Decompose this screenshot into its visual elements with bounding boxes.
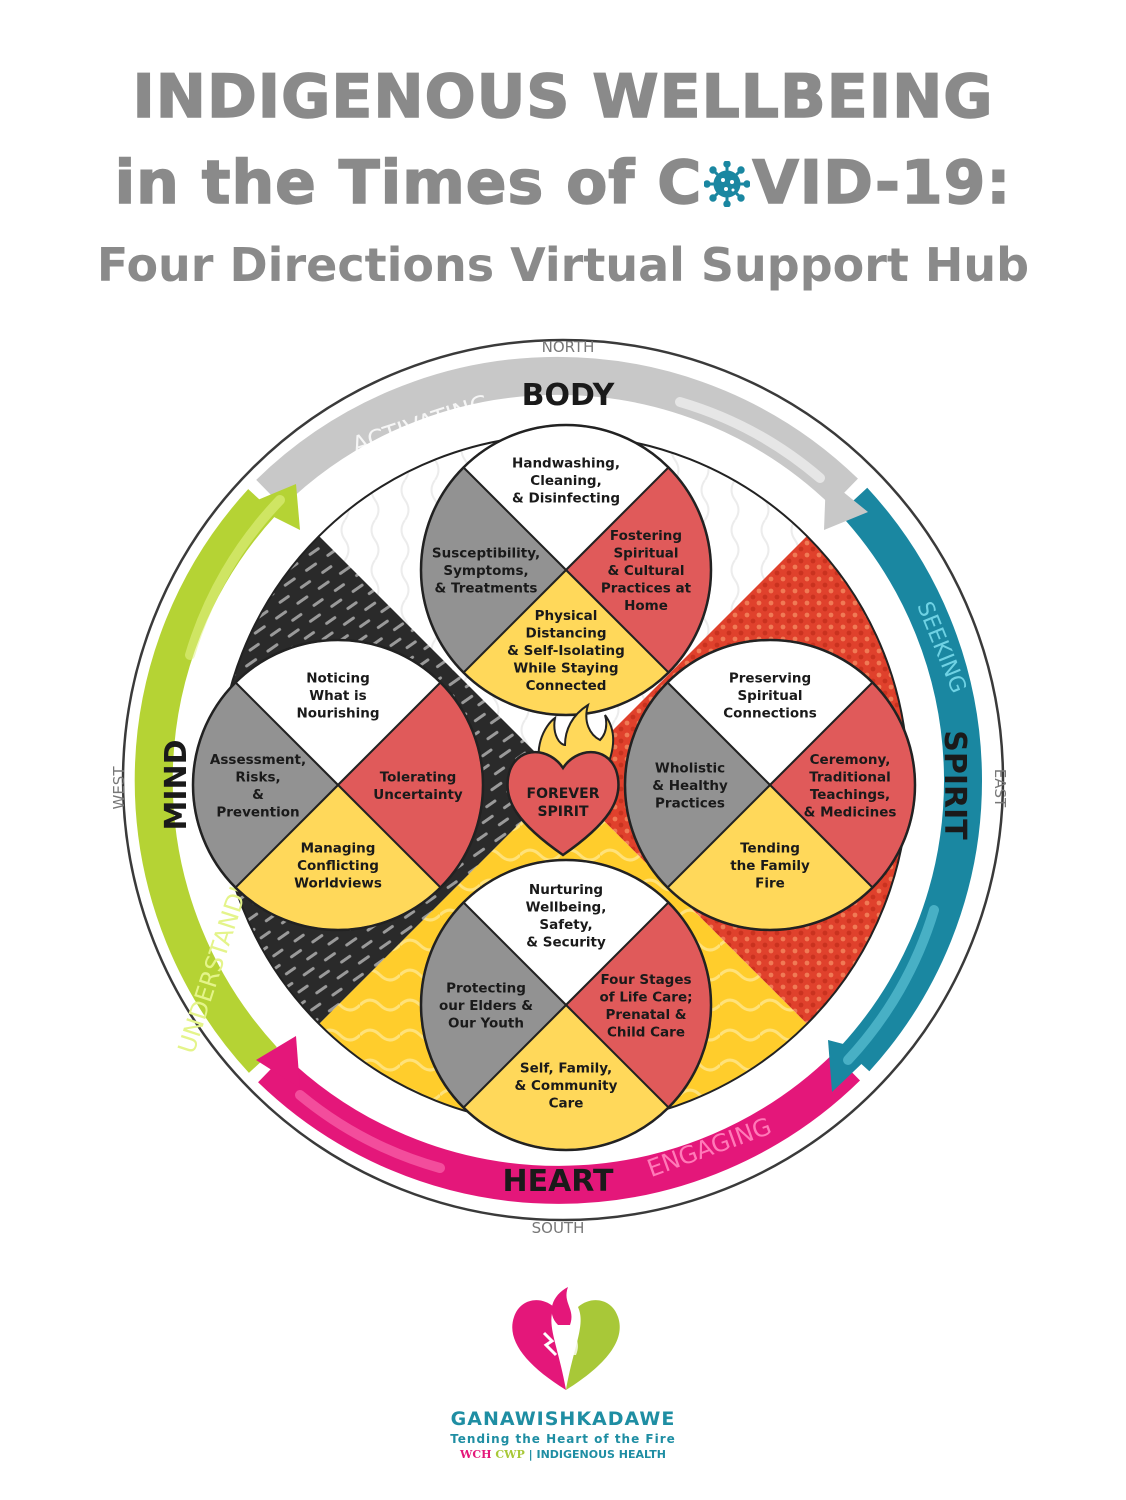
mind-left-text-line: Prevention [216, 804, 299, 820]
spirit-right-text-line: Ceremony, [810, 752, 891, 768]
spirit-bottom-text-line: Fire [755, 876, 785, 892]
body-right-text-line: Practices at [601, 581, 692, 597]
heart-bottom-text-line: Care [549, 1096, 584, 1112]
spirit-arrow-head [828, 1040, 874, 1092]
ganawishkadawe-logo-icon [512, 1287, 620, 1390]
brand-org: WCH CWP | INDIGENOUS HEALTH [0, 1448, 1126, 1461]
heart-top-text-line: Wellbeing, [526, 899, 607, 915]
brand-name: GANAWISHKADAWE [450, 1408, 676, 1430]
brand-tagline: Tending the Heart of the Fire [450, 1432, 676, 1446]
heart-right-text-line: Prenatal & [605, 1007, 686, 1023]
heart-bottom-text-line: & Community [515, 1078, 618, 1094]
heart-top-text-line: Nurturing [529, 882, 603, 898]
heart-right-text-line: of Life Care; [599, 989, 692, 1005]
heart-arrow-head [256, 1036, 300, 1088]
mind-top-text-line: What is [309, 688, 366, 704]
mind-right-text-line: Tolerating [380, 769, 457, 785]
spirit-arrow [839, 487, 982, 1072]
mind-bottom-text-line: Worldviews [294, 876, 382, 892]
body-top-text-line: Handwashing, [512, 456, 620, 472]
page-title-line1: INDIGENOUS WELLBEING [132, 61, 994, 133]
body-circle-rim [419, 423, 713, 717]
heart-right-text-line: Child Care [607, 1024, 685, 1040]
east-label: EAST [991, 769, 1009, 808]
west-label: WEST [110, 766, 128, 810]
center-line1: FOREVER [527, 786, 600, 802]
body-right-text-line: & Cultural [607, 563, 684, 579]
body-arrow [256, 356, 858, 507]
title-line2-end: VID-19: [752, 147, 1012, 219]
heart-top-text-line: Safety, [539, 917, 592, 933]
heart-left-text-line: Our Youth [448, 1016, 524, 1032]
heart-left-text-line: Protecting [446, 981, 526, 997]
spirit-right-text-line: & Medicines [804, 804, 897, 820]
spirit-left-text-line: Practices [655, 796, 725, 812]
mind-top-text-line: Nourishing [296, 706, 379, 722]
body-top-text-line: Cleaning, [530, 473, 601, 489]
spirit-circle: PreservingSpiritualConnectionsCeremony,T… [623, 638, 917, 932]
forever-spirit-heart: FOREVER SPIRIT [506, 702, 620, 857]
cwp-logo-text: CWP [495, 1448, 525, 1461]
spirit-top-text-line: Connections [723, 706, 817, 722]
spirit-left-text-line: Wholistic [655, 761, 725, 777]
heart-left-text-line: our Elders & [439, 998, 533, 1014]
spirit-top-text-line: Preserving [729, 671, 811, 687]
body-bottom-text-line: Physical [535, 608, 598, 624]
body-right-text-line: Spiritual [613, 546, 678, 562]
mind-top-text-line: Noticing [306, 671, 370, 687]
mind-bottom-text-line: Managing [301, 841, 376, 857]
arrow-ring [134, 356, 982, 1204]
spirit-bottom-text-line: Tending [740, 841, 800, 857]
mind-label: MIND [159, 739, 194, 830]
mind-circle-rim [191, 638, 485, 932]
mind-left-text-line: Risks, [235, 769, 280, 785]
body-circle: Handwashing,Cleaning, & DisinfectingFoste… [419, 423, 713, 717]
mind-bottom-text-line: Conflicting [297, 858, 379, 874]
coronavirus-icon [704, 161, 751, 207]
body-label: BODY [522, 378, 616, 413]
spirit-left-text-line: & Healthy [652, 778, 728, 794]
body-arrow-head [824, 478, 868, 530]
heart-bottom-text-line: Self, Family, [520, 1061, 612, 1077]
body-right-text-line: Fostering [610, 528, 682, 544]
page-subtitle: Four Directions Virtual Support Hub [96, 238, 1030, 292]
body-bottom-text-line: While Staying [513, 661, 618, 677]
north-label: NORTH [542, 338, 595, 356]
spirit-right-text-line: Traditional [809, 769, 891, 785]
body-left-text-line: Symptoms, [443, 563, 528, 579]
body-bottom-text-line: Connected [526, 678, 607, 694]
body-bottom-text-line: Distancing [526, 626, 607, 642]
heart-icon [506, 751, 620, 857]
mind-arrow [134, 489, 277, 1073]
body-bottom-text-line: & Self-Isolating [507, 643, 625, 659]
title-line2-start: in the Times of C [114, 147, 703, 219]
spirit-label: SPIRIT [937, 730, 972, 840]
body-right-text-line: Home [624, 598, 668, 614]
spirit-bottom-text-line: the Family [730, 858, 810, 874]
spirit-right-text-line: Teachings, [810, 787, 890, 803]
heart-circle-rim [419, 858, 713, 1152]
body-left-text-line: & Treatments [435, 581, 538, 597]
wch-logo-text: WCH [460, 1448, 492, 1461]
heart-top-text-line: & Security [526, 934, 606, 950]
body-left-text-line: Susceptibility, [432, 546, 540, 562]
center-line2: SPIRIT [537, 804, 589, 820]
mind-right-text-line: Uncertainty [373, 787, 463, 803]
spirit-top-text-line: Spiritual [737, 688, 802, 704]
mind-left-text-line: & [252, 787, 264, 803]
heart-right-text-line: Four Stages [600, 972, 691, 988]
heart-label: HEART [502, 1164, 614, 1199]
indigenous-health-text: | INDIGENOUS HEALTH [528, 1448, 666, 1461]
page-title-line2: in the Times of C VID-19: [0, 147, 1126, 219]
mind-left-text-line: Assessment, [210, 752, 306, 768]
south-label: SOUTH [532, 1219, 585, 1237]
body-top-text-line: & Disinfecting [512, 491, 620, 507]
spirit-circle-rim [623, 638, 917, 932]
